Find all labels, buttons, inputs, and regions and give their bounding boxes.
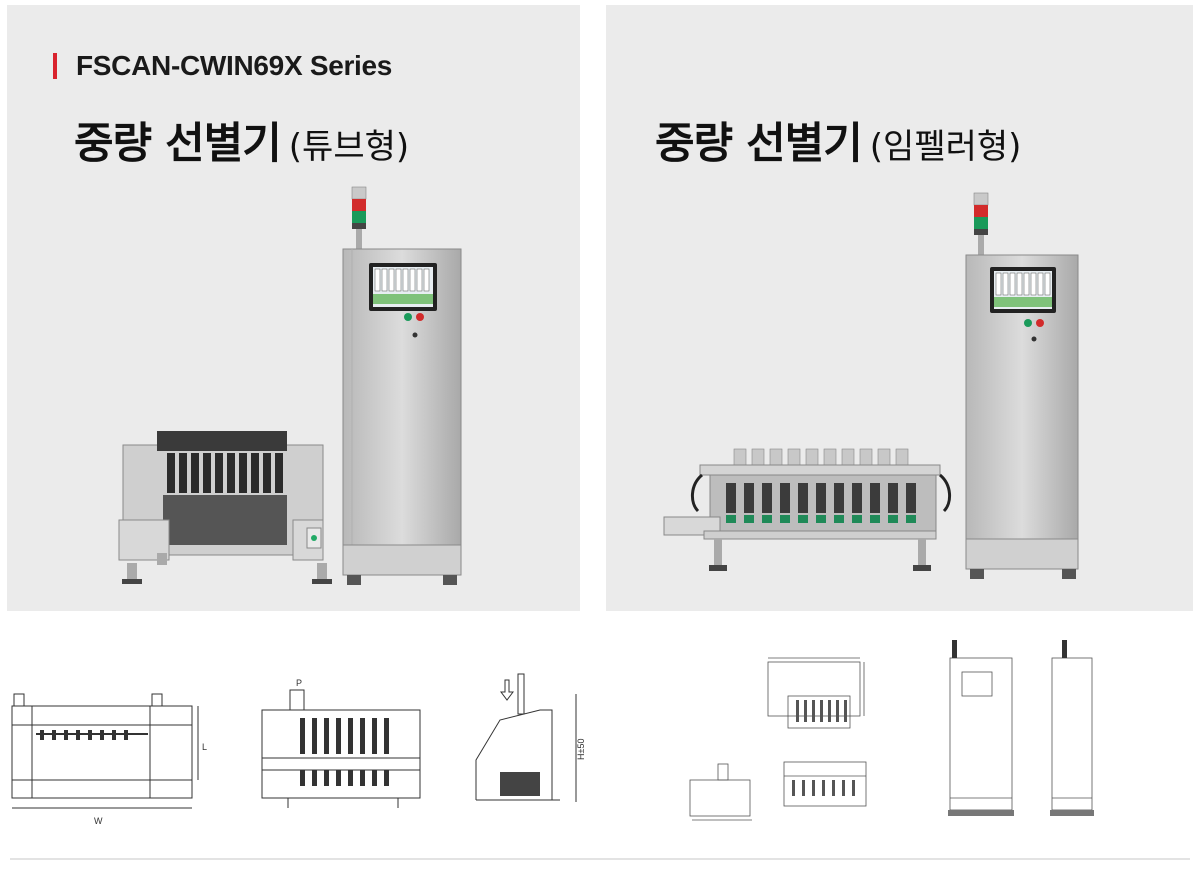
title-main: 중량 선별기 bbox=[74, 119, 282, 169]
dimension-w-label: W bbox=[94, 816, 103, 826]
product-title-tube: 중량 선별기(튜브형) bbox=[74, 109, 409, 171]
dimension-h-label: H±50 bbox=[576, 739, 586, 760]
tube-type-technical-drawings: W L P H±50 bbox=[11, 673, 586, 826]
tube-checkweigher-image bbox=[118, 186, 462, 585]
impeller-checkweigher-image bbox=[663, 192, 1079, 579]
dimension-l-label: L bbox=[202, 742, 207, 752]
title-sub: (튜브형) bbox=[288, 127, 410, 167]
accent-bar bbox=[53, 53, 57, 79]
title-main: 중량 선별기 bbox=[655, 119, 863, 169]
bottom-divider bbox=[10, 858, 1190, 860]
impeller-type-panel: 중량 선별기(임펠러형) bbox=[606, 5, 1193, 611]
dimension-p-label: P bbox=[296, 678, 302, 688]
title-sub: (임펠러형) bbox=[869, 127, 1022, 167]
product-title-impeller: 중량 선별기(임펠러형) bbox=[655, 109, 1021, 171]
impeller-type-technical-drawings bbox=[689, 640, 1094, 821]
series-name: FSCAN-CWIN69X Series bbox=[76, 50, 393, 81]
series-heading: FSCAN-CWIN69X Series bbox=[53, 49, 392, 83]
tube-type-panel: FSCAN-CWIN69X Series 중량 선별기(튜브형) bbox=[7, 5, 580, 611]
